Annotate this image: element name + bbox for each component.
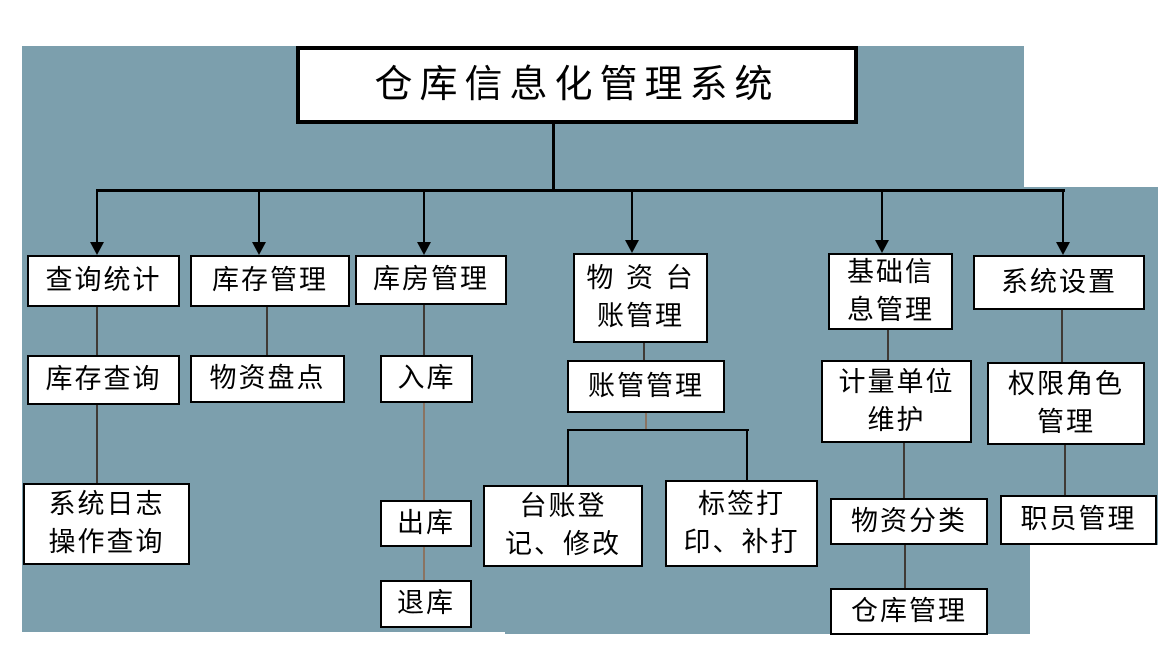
node-basic-info-management: 基础信 息管理	[828, 253, 953, 330]
node-system-log-operation-query: 系统日志 操作查询	[23, 483, 190, 565]
connector-inbound-outbound	[423, 403, 425, 500]
connector-split-ledger-register	[567, 429, 569, 485]
node-return-to-store: 退库	[380, 580, 472, 628]
node-system-settings: 系统设置	[973, 255, 1145, 310]
connector-drop-inventory-mgmt	[258, 191, 260, 242]
arrowhead-basic-info	[875, 240, 889, 253]
connector-inv-query-syslog	[96, 405, 98, 483]
arrowhead-inventory-mgmt	[252, 242, 266, 255]
arrowhead-query-stats	[90, 242, 104, 255]
connector-drop-ledger-mgmt	[631, 191, 633, 240]
connector-acct-split	[645, 413, 647, 430]
connector-trunk	[96, 189, 1065, 192]
node-ledger-register-modify: 台账登 记、修改	[483, 485, 643, 567]
connector-outbound-return	[423, 547, 425, 580]
node-material-category: 物资分类	[830, 498, 988, 545]
node-staff-management: 职员管理	[1000, 495, 1157, 545]
connector-room-inbound	[423, 305, 425, 355]
node-title-warehouse-info-system: 仓库信息化管理系统	[296, 46, 858, 124]
node-storeroom-management: 库房管理	[355, 255, 507, 305]
node-permission-role-management: 权限角色 管理	[987, 362, 1145, 445]
connector-ledger-acct	[643, 343, 645, 360]
connector-root-drop	[552, 124, 555, 190]
arrowhead-sys-settings	[1056, 242, 1070, 255]
connector-drop-room-mgmt	[423, 191, 425, 242]
connector-drop-sys-settings	[1062, 191, 1064, 242]
node-outbound: 出库	[380, 500, 472, 547]
connector-split-horizontal	[567, 429, 749, 431]
connector-basicinfo-unit	[887, 330, 889, 360]
node-query-statistics: 查询统计	[27, 255, 180, 307]
connector-drop-query-stats	[96, 191, 98, 242]
arrowhead-room-mgmt	[417, 242, 431, 255]
connector-split-label-print	[746, 429, 748, 480]
node-inventory-management: 库存管理	[190, 255, 350, 307]
connector-settings-role	[1061, 310, 1063, 362]
connector-unit-category	[903, 443, 905, 498]
connector-role-staff	[1064, 445, 1066, 495]
connector-category-warehouse	[904, 545, 906, 588]
connector-query-stats-inv-query	[96, 307, 98, 355]
node-material-stocktake: 物资盘点	[190, 355, 345, 403]
node-label-print-reprint: 标签打 印、补打	[665, 480, 818, 567]
node-material-ledger-management: 物 资 台 账管理	[573, 253, 708, 343]
connector-drop-basic-info	[881, 191, 883, 240]
arrowhead-ledger-mgmt	[625, 240, 639, 253]
node-inventory-query: 库存查询	[27, 355, 180, 405]
node-unit-of-measure-maintenance: 计量单位 维护	[821, 360, 972, 443]
node-inbound: 入库	[380, 355, 473, 403]
node-account-management: 账管管理	[567, 360, 725, 413]
node-warehouse-management: 仓库管理	[830, 588, 988, 635]
connector-inventory-stocktake	[266, 307, 268, 355]
